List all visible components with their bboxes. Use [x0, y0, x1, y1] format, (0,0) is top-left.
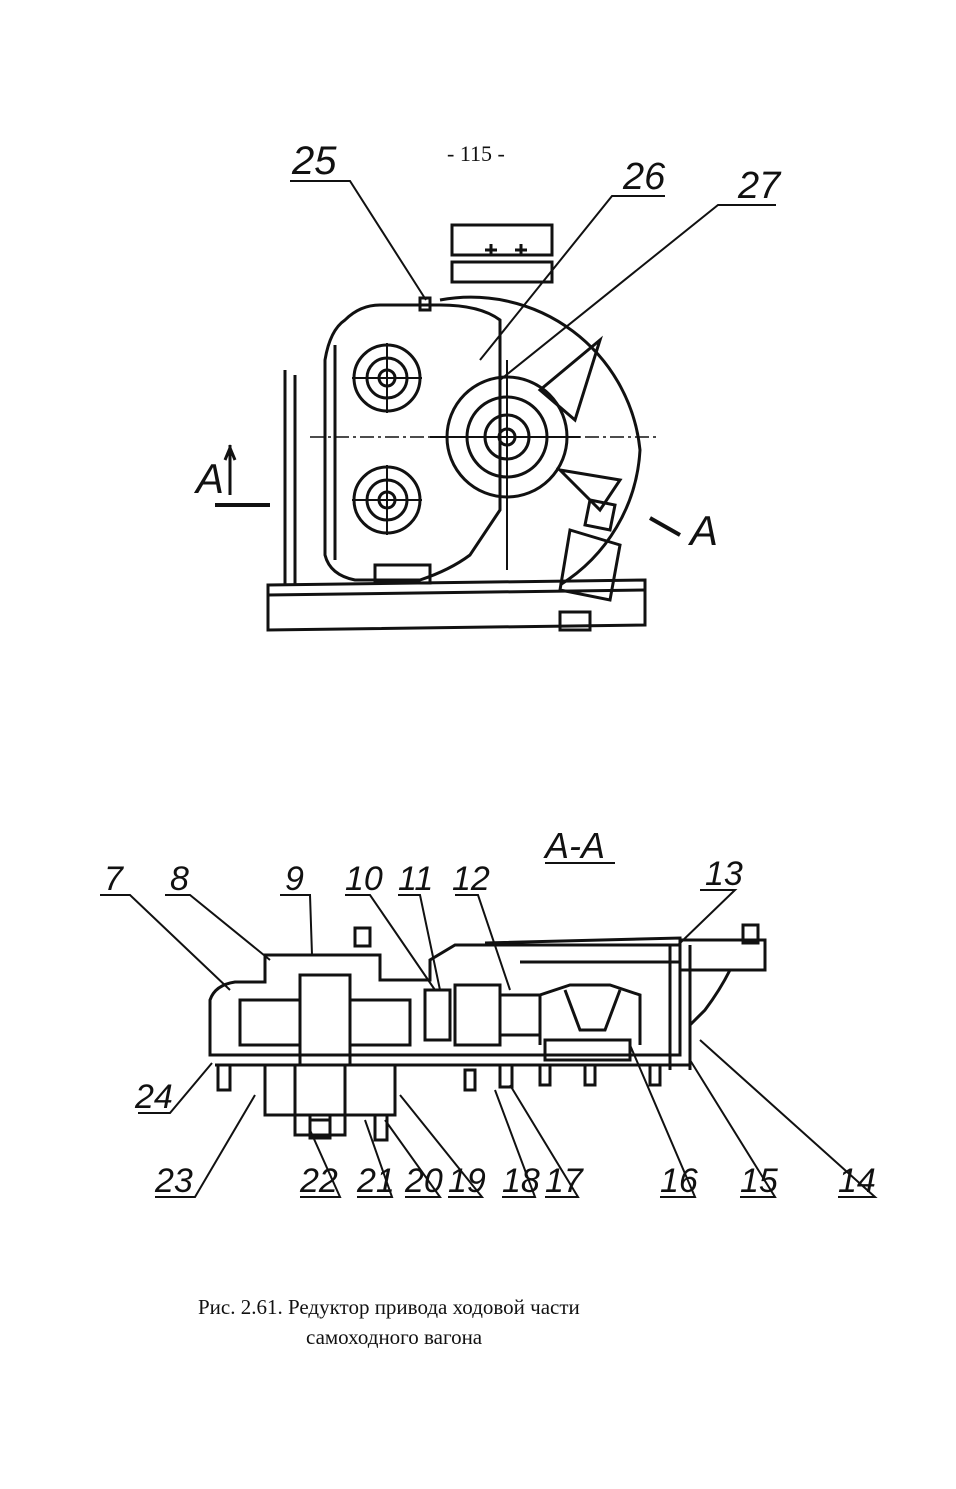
- callout-22: 22: [299, 1162, 338, 1200]
- callout-25: 25: [291, 139, 337, 183]
- page-number: - 115 -: [447, 141, 505, 166]
- callout-11: 11: [398, 860, 433, 898]
- callout-12: 12: [452, 860, 490, 898]
- callout-16: 16: [660, 1162, 698, 1200]
- callout-27: 27: [737, 165, 782, 207]
- callout-8: 8: [170, 860, 189, 898]
- callout-7: 7: [104, 860, 124, 898]
- callout-17: 17: [545, 1162, 584, 1200]
- section-view-drawing: [208, 923, 767, 1142]
- callout-13: 13: [705, 855, 743, 893]
- callout-23: 23: [154, 1162, 193, 1200]
- callout-19: 19: [448, 1162, 486, 1200]
- callout-9: 9: [285, 860, 304, 898]
- top-view-drawing: [215, 180, 776, 632]
- callout-14: 14: [838, 1162, 876, 1200]
- callout-15: 15: [740, 1162, 778, 1200]
- figure-caption: Рис. 2.61. Редуктор привода ходовой част…: [198, 1292, 718, 1352]
- callout-21: 21: [356, 1162, 395, 1200]
- callout-18: 18: [502, 1162, 540, 1200]
- callout-20: 20: [404, 1162, 443, 1200]
- callout-24: 24: [134, 1078, 173, 1116]
- section-mark-left: A: [193, 455, 224, 502]
- callout-10: 10: [345, 860, 383, 898]
- caption-line-2: самоходного вагона: [306, 1325, 483, 1349]
- section-title: A-A: [543, 825, 605, 866]
- callout-26: 26: [622, 156, 666, 198]
- caption-line-1: Рис. 2.61. Редуктор привода ходовой част…: [198, 1295, 580, 1319]
- section-mark-right: A: [687, 507, 718, 554]
